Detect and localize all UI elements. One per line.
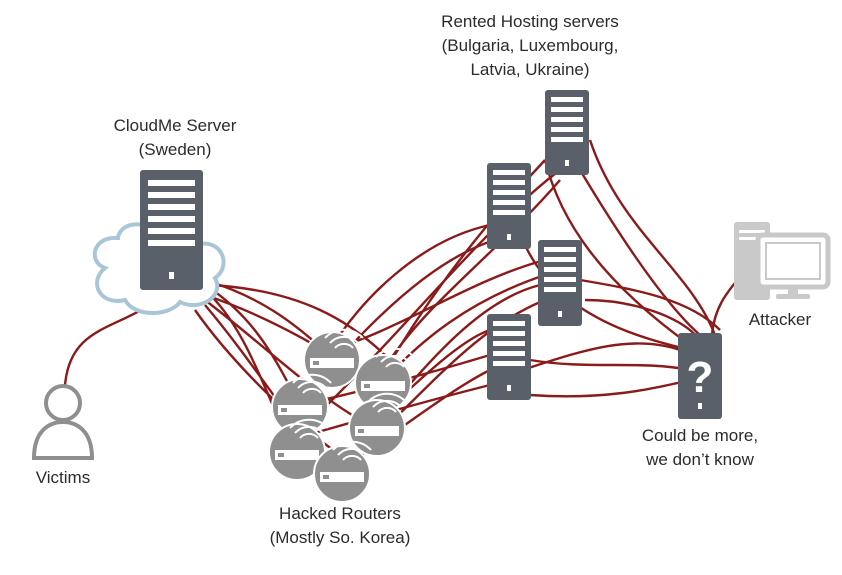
unknown-server-icon: ? <box>678 333 722 419</box>
attacker-computer-icon <box>734 222 831 300</box>
hosting-server-2 <box>487 163 531 249</box>
hosting-server-1 <box>545 90 589 175</box>
hosting-label-line-3: Latvia, Ukraine) <box>470 60 590 79</box>
hosting-label-line-2: (Bulgaria, Luxembourg, <box>441 36 619 55</box>
hosting-label-line-1: Rented Hosting servers <box>441 12 619 31</box>
hacked-routers-label: Hacked Routers (Mostly So. Korea) <box>250 502 430 550</box>
cloudme-label-line-2: (Sweden) <box>138 140 212 159</box>
unknown-label: Could be more, we don’t know <box>620 424 780 472</box>
router-6 <box>313 440 372 503</box>
cloudme-server-label: CloudMe Server (Sweden) <box>90 114 260 162</box>
router-1 <box>303 328 364 389</box>
cloudme-label-line-1: CloudMe Server <box>113 116 237 135</box>
routers-label-line-2: (Mostly So. Korea) <box>269 528 411 547</box>
router-4 <box>348 392 407 457</box>
unknown-label-line-1: Could be more, <box>641 426 759 445</box>
attacker-label: Attacker <box>748 310 812 329</box>
victim-person-icon <box>31 384 95 460</box>
unknown-label-line-2: we don’t know <box>646 450 754 469</box>
cloudme-server-icon <box>92 170 226 315</box>
hosting-servers-label: Rented Hosting servers (Bulgaria, Luxemb… <box>410 10 650 82</box>
question-mark-icon: ? <box>687 353 714 402</box>
hosting-server-4 <box>487 314 531 400</box>
victims-label: Victims <box>35 468 91 487</box>
routers-label-line-1: Hacked Routers <box>279 504 401 523</box>
hosting-server-3 <box>538 240 582 326</box>
